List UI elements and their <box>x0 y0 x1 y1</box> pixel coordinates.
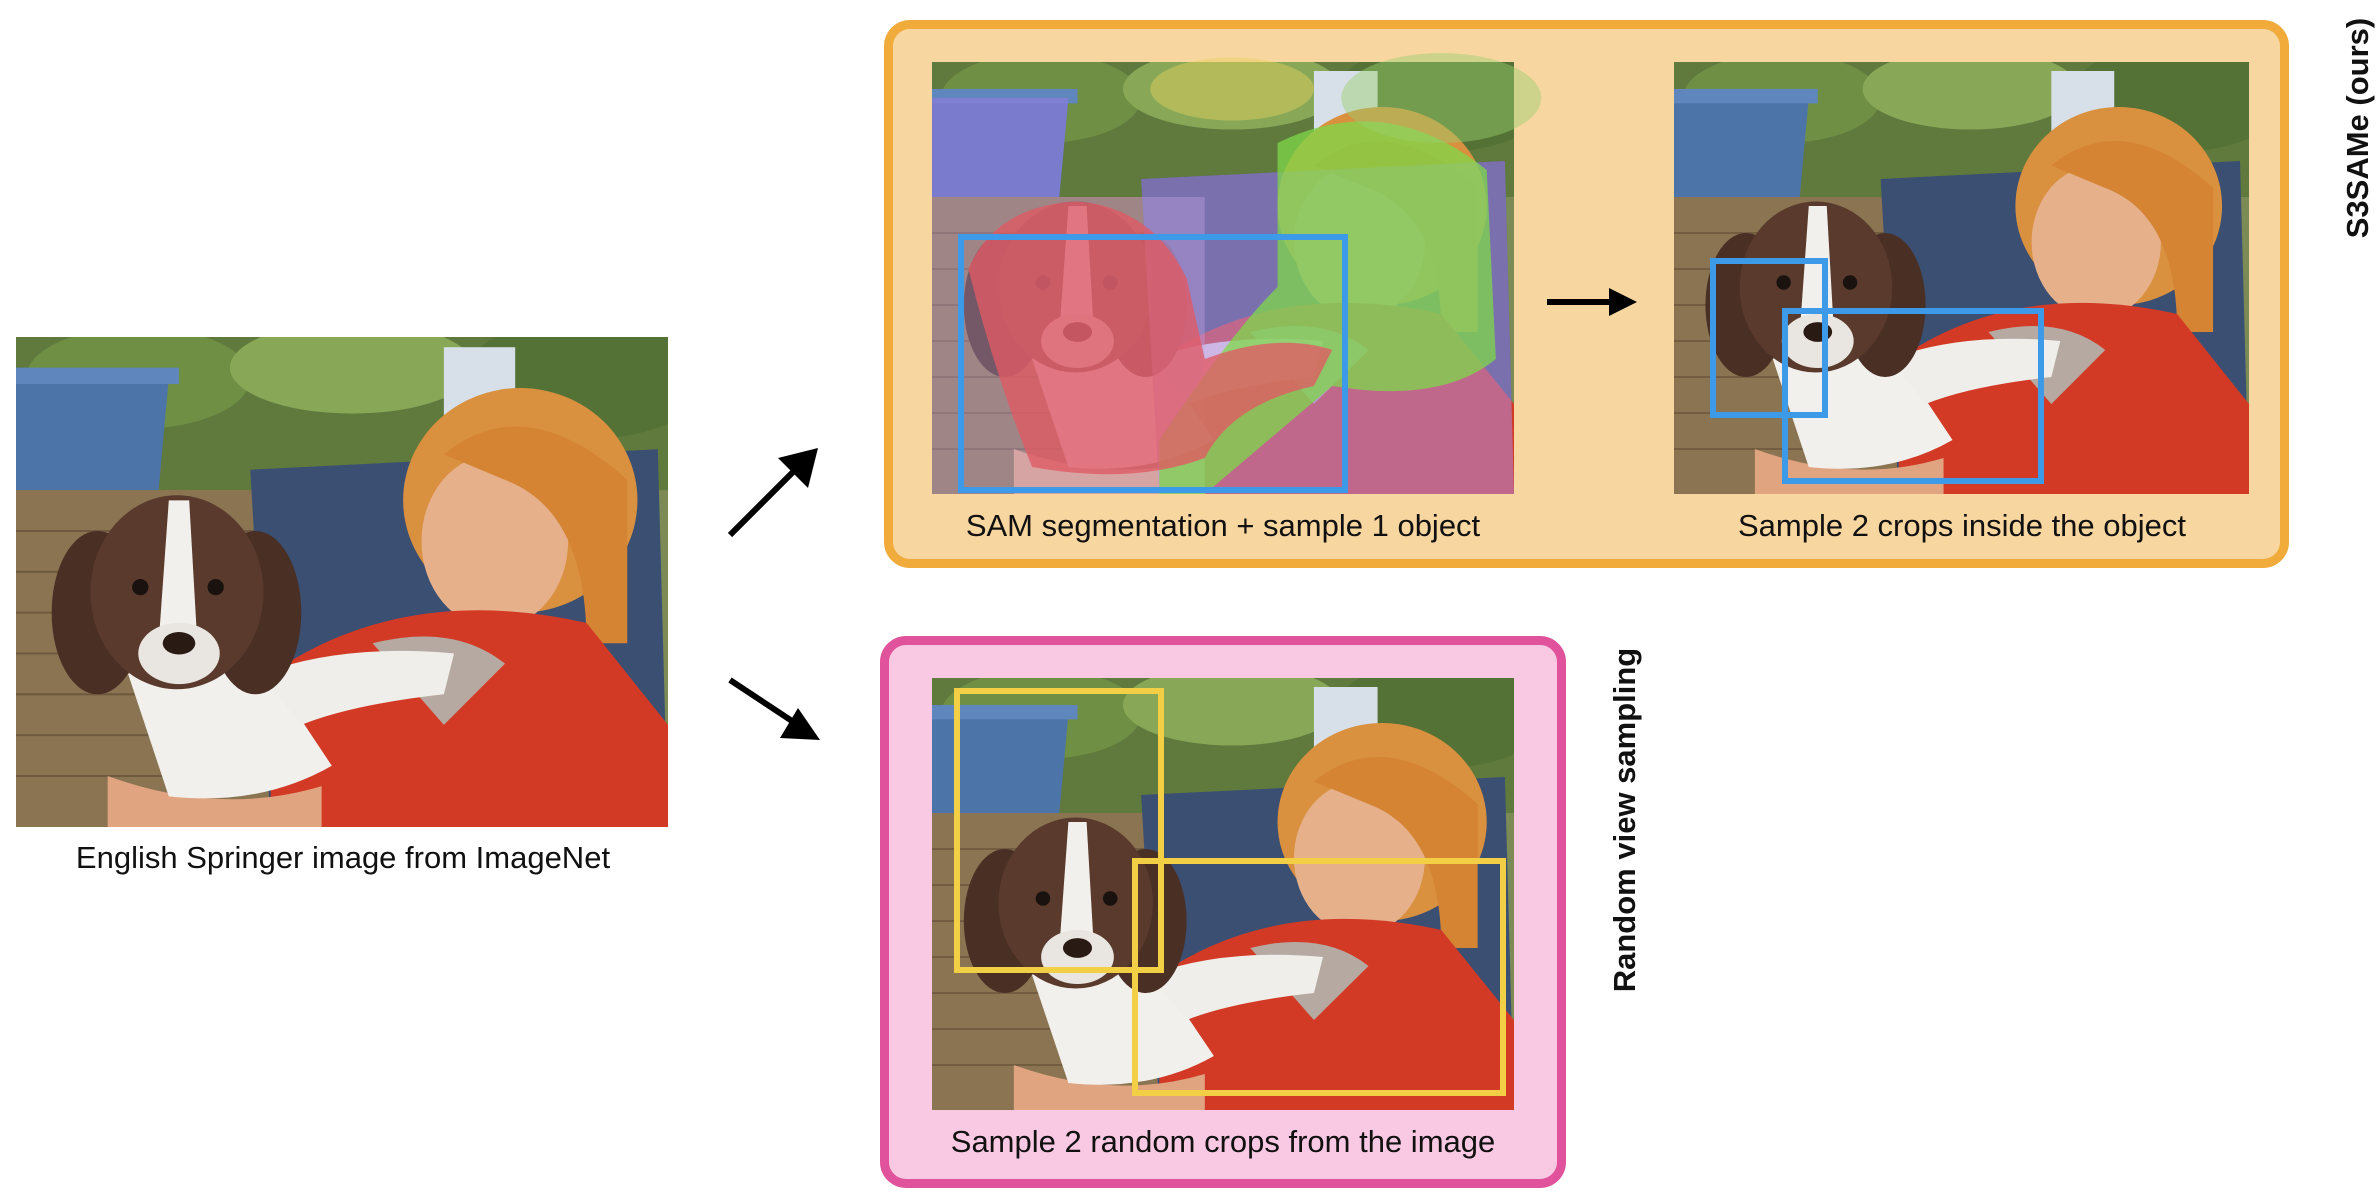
segmentation-masks <box>932 53 1542 495</box>
object-crop-box-1 <box>1710 258 1828 418</box>
arrow-right-icon <box>1547 288 1637 316</box>
random-crops-image <box>932 678 1514 1110</box>
original-image <box>16 337 668 827</box>
random-crop-box-2 <box>1132 858 1506 1096</box>
object-crop-box-2 <box>1782 308 2044 484</box>
object-crops-caption: Sample 2 crops inside the object <box>1737 508 2187 543</box>
random-caption: Sample 2 random crops from the image <box>950 1124 1496 1159</box>
object-crops-image <box>1674 62 2249 494</box>
sam-caption: SAM segmentation + sample 1 object <box>965 508 1481 543</box>
arrow-up-right-icon <box>727 448 818 538</box>
s3same-label: S3SAMe (ours) <box>2340 17 2375 239</box>
selected-object-box <box>958 234 1348 493</box>
random-label: Random view sampling <box>1607 647 1642 993</box>
original-photo <box>16 337 668 827</box>
sam-segmentation-image <box>932 62 1514 494</box>
arrow-down-right-icon <box>728 677 820 740</box>
random-crop-box-1 <box>954 688 1164 973</box>
original-caption: English Springer image from ImageNet <box>75 840 611 875</box>
